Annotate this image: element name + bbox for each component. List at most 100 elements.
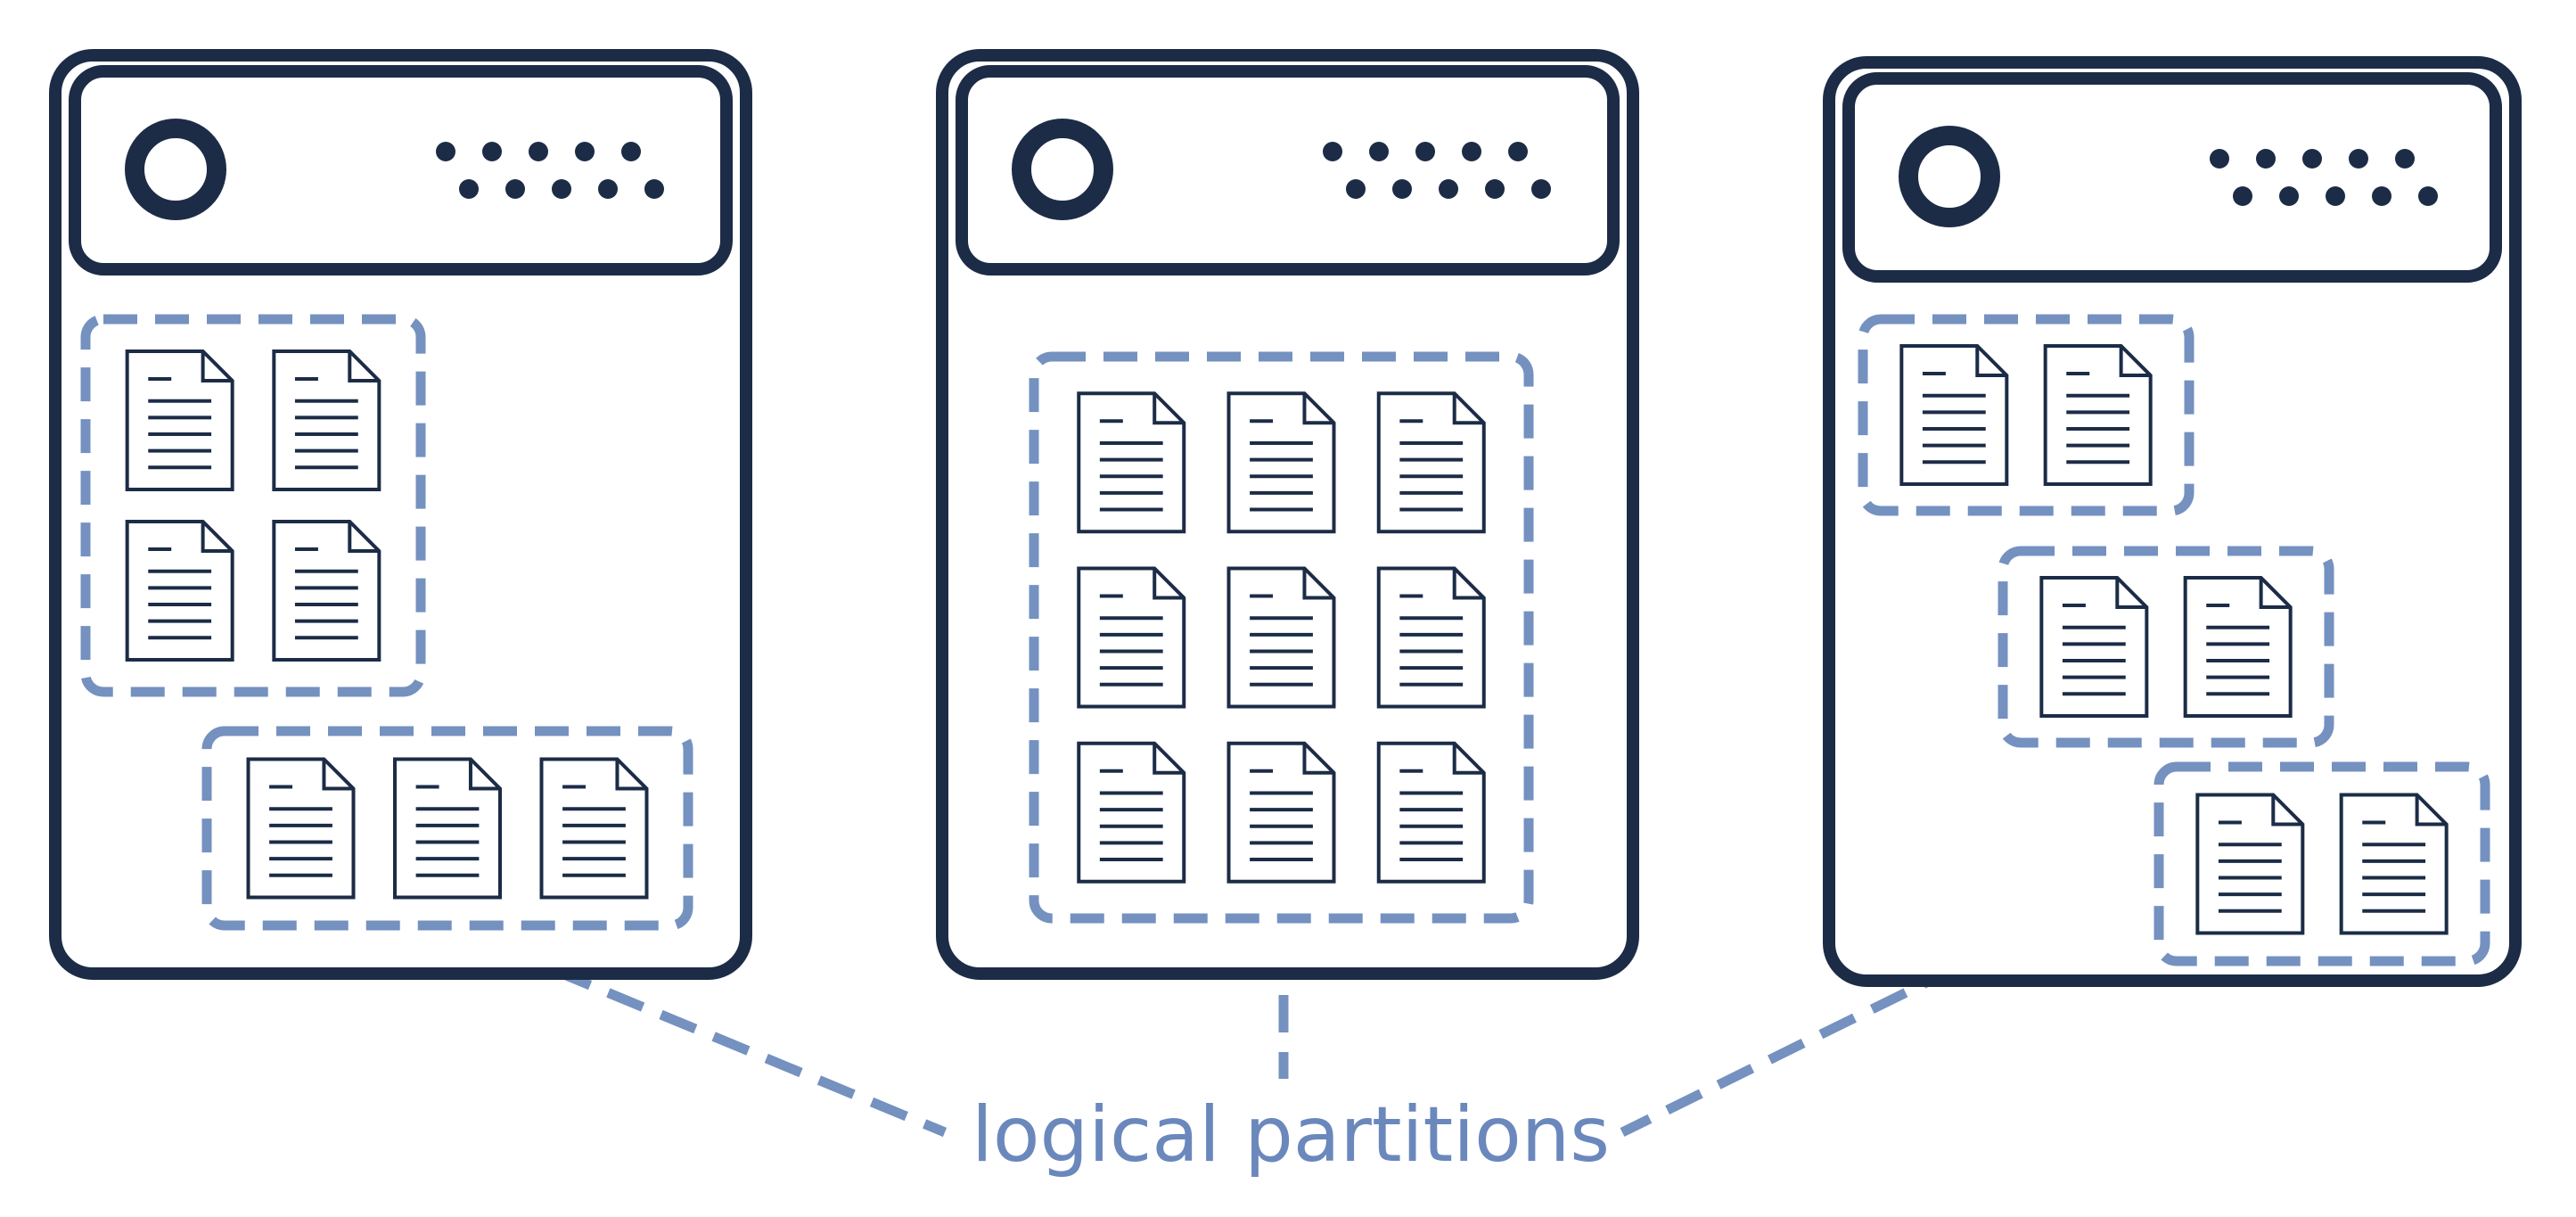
logical-partition-1-1 bbox=[80, 314, 426, 697]
document-fold bbox=[322, 759, 354, 791]
server-2 bbox=[936, 49, 1639, 980]
vent-dot bbox=[1323, 142, 1342, 161]
document-outline bbox=[2043, 344, 2153, 486]
servers-group bbox=[49, 49, 2522, 987]
vent-dot bbox=[2233, 186, 2252, 206]
document-icon bbox=[1376, 391, 1486, 534]
document-fold bbox=[1153, 393, 1185, 425]
vent-dot bbox=[598, 179, 618, 199]
document-fold bbox=[1452, 568, 1484, 600]
power-button-icon bbox=[1012, 119, 1113, 220]
document-outline bbox=[1376, 566, 1486, 709]
document-icon bbox=[1077, 741, 1186, 884]
document-icon bbox=[1899, 344, 2009, 486]
document-fold bbox=[348, 522, 380, 554]
vent-dot bbox=[2349, 149, 2368, 169]
document-outline bbox=[246, 757, 356, 900]
document-fold bbox=[2119, 346, 2151, 378]
document-fold bbox=[1302, 743, 1334, 775]
document-outline bbox=[2183, 576, 2293, 718]
document-fold bbox=[1153, 568, 1185, 600]
document-icon bbox=[1226, 566, 1336, 709]
vent-dot bbox=[529, 142, 548, 161]
document-outline bbox=[2339, 793, 2449, 935]
document-icon bbox=[2195, 793, 2305, 935]
vent-dot bbox=[2210, 149, 2229, 169]
vent-dot bbox=[2395, 149, 2415, 169]
document-fold bbox=[615, 759, 647, 791]
document-outline bbox=[1226, 391, 1336, 534]
vent-dot bbox=[2418, 186, 2438, 206]
document-fold bbox=[1452, 743, 1484, 775]
vent-dot bbox=[621, 142, 641, 161]
document-icon bbox=[393, 757, 502, 900]
vent-dot bbox=[459, 179, 479, 199]
document-icon bbox=[2039, 576, 2149, 718]
vent-dot bbox=[505, 179, 525, 199]
server-top-panel bbox=[69, 65, 733, 275]
document-outline bbox=[1077, 741, 1186, 884]
document-fold bbox=[1975, 346, 2007, 378]
document-fold bbox=[2115, 578, 2147, 610]
vent-dot bbox=[2372, 186, 2391, 206]
partition-dashed-border bbox=[2154, 761, 2490, 966]
logical-partition-3-1 bbox=[1858, 314, 2195, 516]
vent-dot bbox=[1508, 142, 1528, 161]
document-fold bbox=[1302, 393, 1334, 425]
vent-dot bbox=[1485, 179, 1505, 199]
document-outline bbox=[272, 349, 381, 491]
document-outline bbox=[2195, 793, 2305, 935]
power-button-icon bbox=[125, 119, 226, 220]
vent-dots-icon bbox=[1323, 142, 1551, 199]
document-fold bbox=[1153, 743, 1185, 775]
server-3 bbox=[1823, 56, 2522, 987]
partition-dashed-border bbox=[1858, 314, 2195, 516]
server-body bbox=[49, 49, 752, 980]
document-fold bbox=[201, 522, 233, 554]
vent-dot bbox=[436, 142, 455, 161]
document-icon bbox=[1226, 391, 1336, 534]
vent-dot bbox=[1462, 142, 1481, 161]
document-fold bbox=[2415, 794, 2447, 826]
document-outline bbox=[1077, 566, 1186, 709]
document-outline bbox=[1376, 741, 1486, 884]
document-fold bbox=[1302, 568, 1334, 600]
vent-dot bbox=[1392, 179, 1412, 199]
server-top-panel bbox=[956, 65, 1620, 275]
logical-partition-2-1 bbox=[1029, 351, 1534, 924]
vent-dot bbox=[482, 142, 502, 161]
document-fold bbox=[2259, 578, 2291, 610]
vent-dots-icon bbox=[436, 142, 664, 199]
partition-dashed-border bbox=[80, 314, 426, 697]
logical-partitions-caption: logical partitions bbox=[972, 1090, 1611, 1180]
partition-dashed-border bbox=[1029, 351, 1534, 924]
document-outline bbox=[1226, 741, 1336, 884]
document-icon bbox=[1077, 391, 1186, 534]
document-fold bbox=[348, 351, 380, 383]
document-icon bbox=[246, 757, 356, 900]
vent-dot bbox=[1346, 179, 1366, 199]
partition-dashed-border bbox=[201, 726, 693, 931]
server-1 bbox=[49, 49, 752, 980]
document-icon bbox=[272, 349, 381, 491]
vent-dot bbox=[1531, 179, 1551, 199]
document-outline bbox=[1077, 391, 1186, 534]
vent-dot bbox=[644, 179, 664, 199]
document-outline bbox=[393, 757, 502, 900]
document-fold bbox=[468, 759, 500, 791]
server-body bbox=[1823, 56, 2522, 987]
vent-dot bbox=[2326, 186, 2345, 206]
server-top-panel bbox=[1842, 72, 2502, 283]
document-icon bbox=[539, 757, 649, 900]
document-fold bbox=[201, 351, 233, 383]
vent-dot bbox=[2302, 149, 2322, 169]
document-icon bbox=[1376, 566, 1486, 709]
document-fold bbox=[2271, 794, 2303, 826]
document-icon bbox=[1226, 741, 1336, 884]
document-outline bbox=[1376, 391, 1486, 534]
vent-dot bbox=[1369, 142, 1389, 161]
logical-partition-3-2 bbox=[1998, 546, 2334, 748]
document-fold bbox=[1452, 393, 1484, 425]
